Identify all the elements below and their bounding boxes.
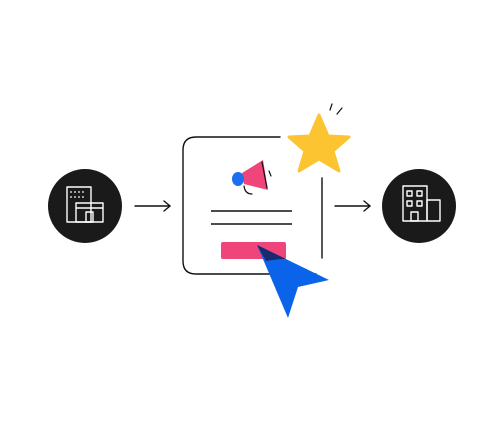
office-building-icon (402, 185, 441, 222)
target-node (382, 169, 456, 243)
cursor-arrow-icon (257, 245, 329, 318)
storefront-icon (66, 186, 104, 223)
star-icon (287, 103, 351, 173)
source-node (48, 169, 122, 243)
campaign-card (182, 136, 323, 275)
flow-arrow-2 (334, 200, 372, 212)
source-node-circle (48, 169, 122, 243)
megaphone-icon (232, 160, 272, 195)
card-outline (182, 136, 323, 275)
flow-arrow-1 (134, 200, 172, 212)
